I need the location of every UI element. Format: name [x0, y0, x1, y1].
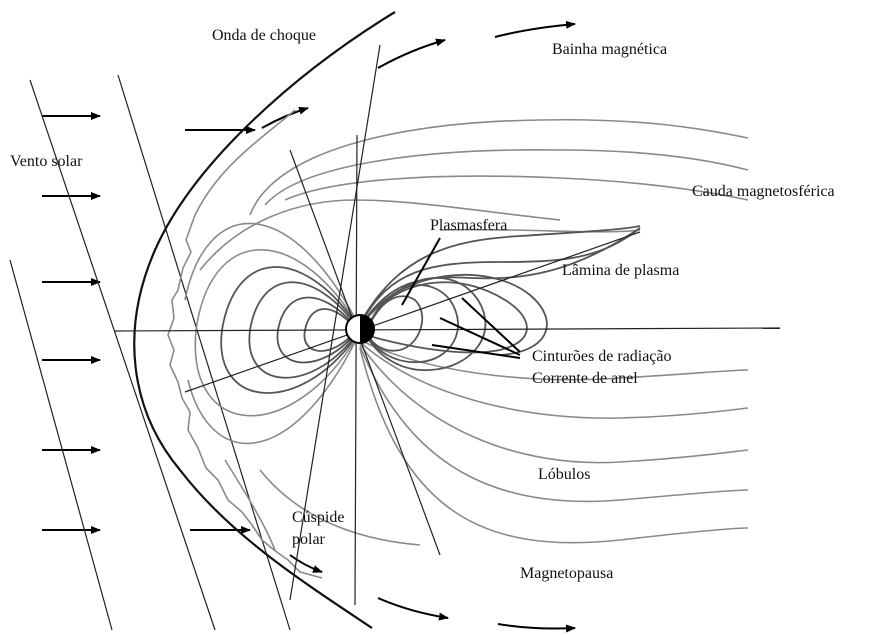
solar-wind-arrows	[42, 112, 256, 534]
radiation-belts-label: Cinturões de radiação	[532, 348, 672, 365]
field-line	[359, 347, 749, 544]
field-line	[199, 199, 561, 271]
bow-shock-curve	[133, 11, 396, 629]
dipole-axis-line	[289, 149, 441, 556]
imf-line	[29, 79, 216, 631]
magnetic-axis-line	[289, 44, 381, 601]
plasmasphere-label: Plasmasfera	[430, 217, 507, 234]
field-line	[361, 225, 641, 321]
vertical-axis-line	[354, 134, 358, 606]
magnetosheath-flow-arrows	[261, 20, 576, 633]
ring-current-label: Corrente de anel	[532, 370, 638, 387]
magnetosheath-label: Bainha magnética	[552, 41, 667, 58]
field-line	[224, 459, 276, 551]
flow-arrow	[261, 106, 309, 129]
plasma-sheet-axis-line	[184, 231, 641, 393]
field-line	[187, 341, 356, 445]
field-line	[359, 341, 749, 419]
earth-night-side	[360, 315, 374, 343]
magnetotail-upper-lines	[199, 118, 749, 271]
flow-arrow	[494, 20, 576, 38]
polar-cusp-label-line1: Cúspide	[292, 509, 344, 526]
interplanetary-field-lines	[9, 74, 291, 631]
field-line	[259, 469, 421, 546]
magnetopause-boundary	[167, 109, 323, 579]
field-line	[361, 281, 528, 354]
diagram-labels: Onda de choque Bainha magnética Vento so…	[10, 27, 835, 582]
field-line	[184, 222, 356, 319]
magnetotail-label: Cauda magnetosférica	[692, 183, 835, 200]
field-line	[359, 345, 749, 503]
field-line	[249, 118, 749, 216]
field-line	[264, 149, 749, 206]
plasmasphere-loop	[367, 295, 424, 352]
magnetotail-lower-lines	[224, 339, 749, 551]
bow-shock-label: Onda de choque	[212, 27, 316, 44]
imf-line	[9, 259, 113, 631]
ring-current-pointer	[431, 344, 521, 359]
flow-arrow	[377, 38, 446, 69]
plasmasphere-pointer	[401, 237, 441, 306]
flow-arrow	[377, 597, 449, 621]
equator-line	[114, 327, 781, 332]
plasma-sheet-label: Lâmina de plasma	[562, 262, 679, 279]
nightside-inner-loops	[367, 277, 487, 371]
lobes-label: Lóbulos	[538, 466, 590, 483]
radiation-belt-pointer	[461, 297, 521, 353]
magnetopause-label: Magnetopausa	[520, 565, 613, 582]
flow-arrow	[289, 554, 323, 573]
field-line	[361, 227, 641, 325]
field-line	[439, 228, 641, 233]
imf-line	[117, 74, 291, 631]
polar-cusp-label-line2: polar	[292, 531, 326, 548]
solar-wind-label: Vento solar	[10, 153, 83, 170]
earth	[345, 314, 375, 344]
flow-arrow	[497, 623, 576, 633]
radiation-belt-loop	[367, 277, 487, 371]
field-line	[194, 249, 356, 417]
field-line	[284, 175, 749, 201]
pointer-lines	[401, 237, 521, 359]
field-line	[359, 339, 749, 381]
axis-lines	[114, 44, 781, 606]
radiation-belt-pointer	[439, 317, 521, 356]
field-line	[359, 343, 749, 464]
